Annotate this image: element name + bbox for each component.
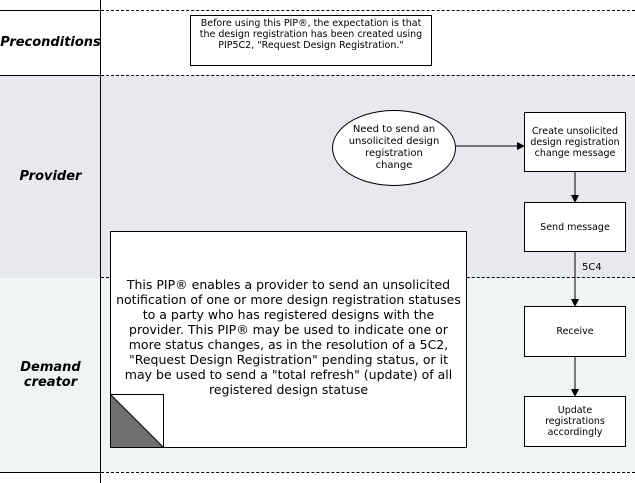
lane-divider bbox=[101, 472, 635, 473]
lane-label-preconditions: Preconditions bbox=[0, 35, 101, 50]
lane-header-divider bbox=[100, 0, 101, 483]
page-corner-icon bbox=[110, 394, 164, 448]
start-event: Need to send an unsolicited design regis… bbox=[332, 110, 456, 186]
lane-divider bbox=[0, 10, 101, 11]
precondition-note: Before using this PIP®, the expectation … bbox=[190, 15, 432, 66]
lane-divider bbox=[101, 75, 635, 76]
lane-divider bbox=[0, 472, 101, 473]
lane-label-demand-creator: Demand creator bbox=[20, 360, 81, 390]
activity-receive: Receive bbox=[524, 306, 626, 357]
message-label: 5C4 bbox=[582, 262, 602, 273]
pip-description-text: This PIP® enables a provider to send an … bbox=[116, 277, 461, 397]
activity-update-registrations: Update registrations accordingly bbox=[524, 396, 626, 447]
lane-label-provider: Provider bbox=[19, 169, 82, 184]
pip-description: This PIP® enables a provider to send an … bbox=[110, 231, 467, 448]
lane-divider bbox=[101, 10, 635, 11]
activity-create-message: Create unsolicited design registration c… bbox=[524, 112, 626, 172]
activity-send-message: Send message bbox=[524, 202, 626, 252]
lane-divider bbox=[0, 75, 101, 76]
